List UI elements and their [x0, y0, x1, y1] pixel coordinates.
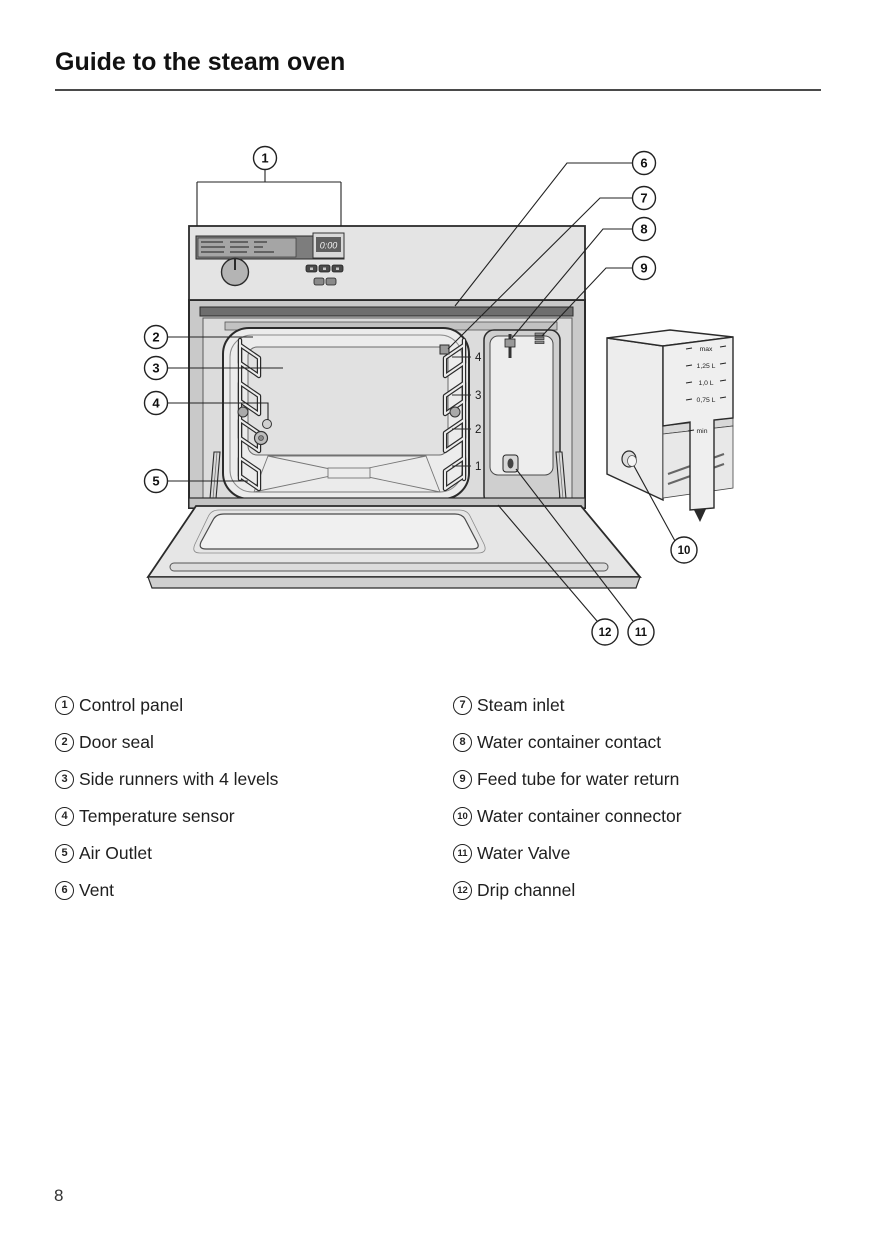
callout-10: 10: [670, 536, 698, 564]
callout-6: 6: [631, 150, 657, 176]
page-title: Guide to the steam oven: [55, 48, 346, 76]
door-glass: [199, 513, 479, 550]
legend-item-air-outlet: 5 Air Outlet: [55, 841, 152, 865]
water-container-connector: [621, 450, 637, 468]
cavity-floor: [253, 455, 441, 493]
legend-item-feed-tube: 9 Feed tube for water return: [453, 767, 679, 791]
svg-text:4: 4: [152, 396, 160, 411]
mark-075l: 0,75 L: [697, 397, 716, 404]
legend-badge-3: 3: [55, 769, 74, 789]
legend-badge-1: 1: [55, 695, 74, 715]
cavity-back-wall: [247, 346, 449, 456]
svg-text:3: 3: [152, 361, 159, 376]
side-runner-left: [237, 337, 262, 492]
shelf-level-2: 2: [475, 424, 481, 436]
svg-text:7: 7: [640, 191, 647, 206]
callout-9: 9: [631, 255, 657, 281]
legend-badge-12: 12: [453, 880, 472, 900]
callout-11: 11: [627, 618, 655, 646]
oven-cavity: 4 3 2 1: [222, 327, 482, 500]
callout-3: 3: [143, 355, 169, 381]
svg-text:9: 9: [640, 261, 647, 276]
svg-text:10: 10: [678, 545, 691, 557]
shelf-level-3: 3: [475, 390, 481, 402]
legend-badge-4: 4: [55, 806, 74, 826]
container-graduations: max 1,25 L 1,0 L 0,75 L min: [685, 345, 727, 435]
container-compartment: [483, 329, 561, 506]
svg-text:12: 12: [599, 627, 612, 639]
svg-text:2: 2: [152, 330, 159, 345]
oven-door: [146, 505, 642, 589]
title-rule: [55, 89, 821, 91]
legend-item-drip-channel: 12 Drip channel: [453, 878, 575, 902]
legend-item-water-valve: 11 Water Valve: [453, 841, 570, 865]
legend-badge-11: 11: [453, 843, 472, 863]
callout-1: 1: [252, 145, 278, 171]
runner-bolt-right: [449, 406, 461, 418]
callout-badges: 1 2 3 4 5 6 7 8 9 10 11 12: [143, 145, 698, 646]
legend-item-temperature-sensor: 4 Temperature sensor: [55, 804, 235, 828]
legend-badge-8: 8: [453, 732, 472, 752]
selector-knob: [220, 257, 250, 287]
callout-2: 2: [143, 324, 169, 350]
shelf-level-4: 4: [475, 352, 482, 364]
svg-text:5: 5: [152, 474, 159, 489]
runner-bolt-left: [237, 406, 249, 418]
panel-buttons: [305, 264, 344, 286]
shelf-level-labels: [452, 356, 471, 467]
callout-5: 5: [143, 468, 169, 494]
svg-text:11: 11: [635, 627, 648, 639]
callout-12: 12: [591, 618, 619, 646]
container-tube-tip: [694, 509, 706, 522]
timer-display: 0:00: [312, 232, 345, 259]
legend-item-side-runners: 3 Side runners with 4 levels: [55, 767, 278, 791]
page-number: 8: [54, 1186, 64, 1205]
svg-text:6: 6: [640, 156, 647, 171]
steam-inlet: [439, 344, 450, 355]
temperature-sensor: [253, 419, 272, 446]
svg-text:8: 8: [640, 222, 647, 237]
svg-text:1: 1: [261, 151, 268, 166]
water-valve: [502, 454, 519, 473]
timer-value: 0:00: [320, 241, 338, 251]
callout-leader-lines: [168, 162, 676, 622]
legend-badge-6: 6: [55, 880, 74, 900]
legend-badge-10: 10: [453, 806, 472, 826]
callout-7: 7: [631, 185, 657, 211]
callout-4: 4: [143, 390, 169, 416]
water-container: max 1,25 L 1,0 L 0,75 L min: [606, 329, 734, 522]
control-panel: 0:00: [188, 225, 586, 301]
legend-item-door-seal: 2 Door seal: [55, 730, 154, 754]
legend-badge-5: 5: [55, 843, 74, 863]
mark-max: max: [700, 346, 713, 353]
legend-item-steam-inlet: 7 Steam inlet: [453, 693, 565, 717]
legend-badge-9: 9: [453, 769, 472, 789]
mark-min: min: [697, 428, 708, 435]
water-container-contact: [504, 334, 516, 358]
mark-125l: 1,25 L: [697, 363, 716, 370]
legend-badge-2: 2: [55, 732, 74, 752]
steam-oven-diagram: 0:00: [143, 145, 734, 646]
menu-text-marks: [201, 241, 274, 253]
callout-8: 8: [631, 216, 657, 242]
legend-item-vent: 6 Vent: [55, 878, 114, 902]
shelf-level-1: 1: [475, 461, 481, 473]
mark-10l: 1,0 L: [698, 380, 713, 387]
vent-slot: [199, 306, 574, 317]
legend-item-control-panel: 1 Control panel: [55, 693, 183, 717]
legend-item-water-container-connector: 10 Water container connector: [453, 804, 682, 828]
legend-badge-7: 7: [453, 695, 472, 715]
legend-item-water-container-contact: 8 Water container contact: [453, 730, 661, 754]
